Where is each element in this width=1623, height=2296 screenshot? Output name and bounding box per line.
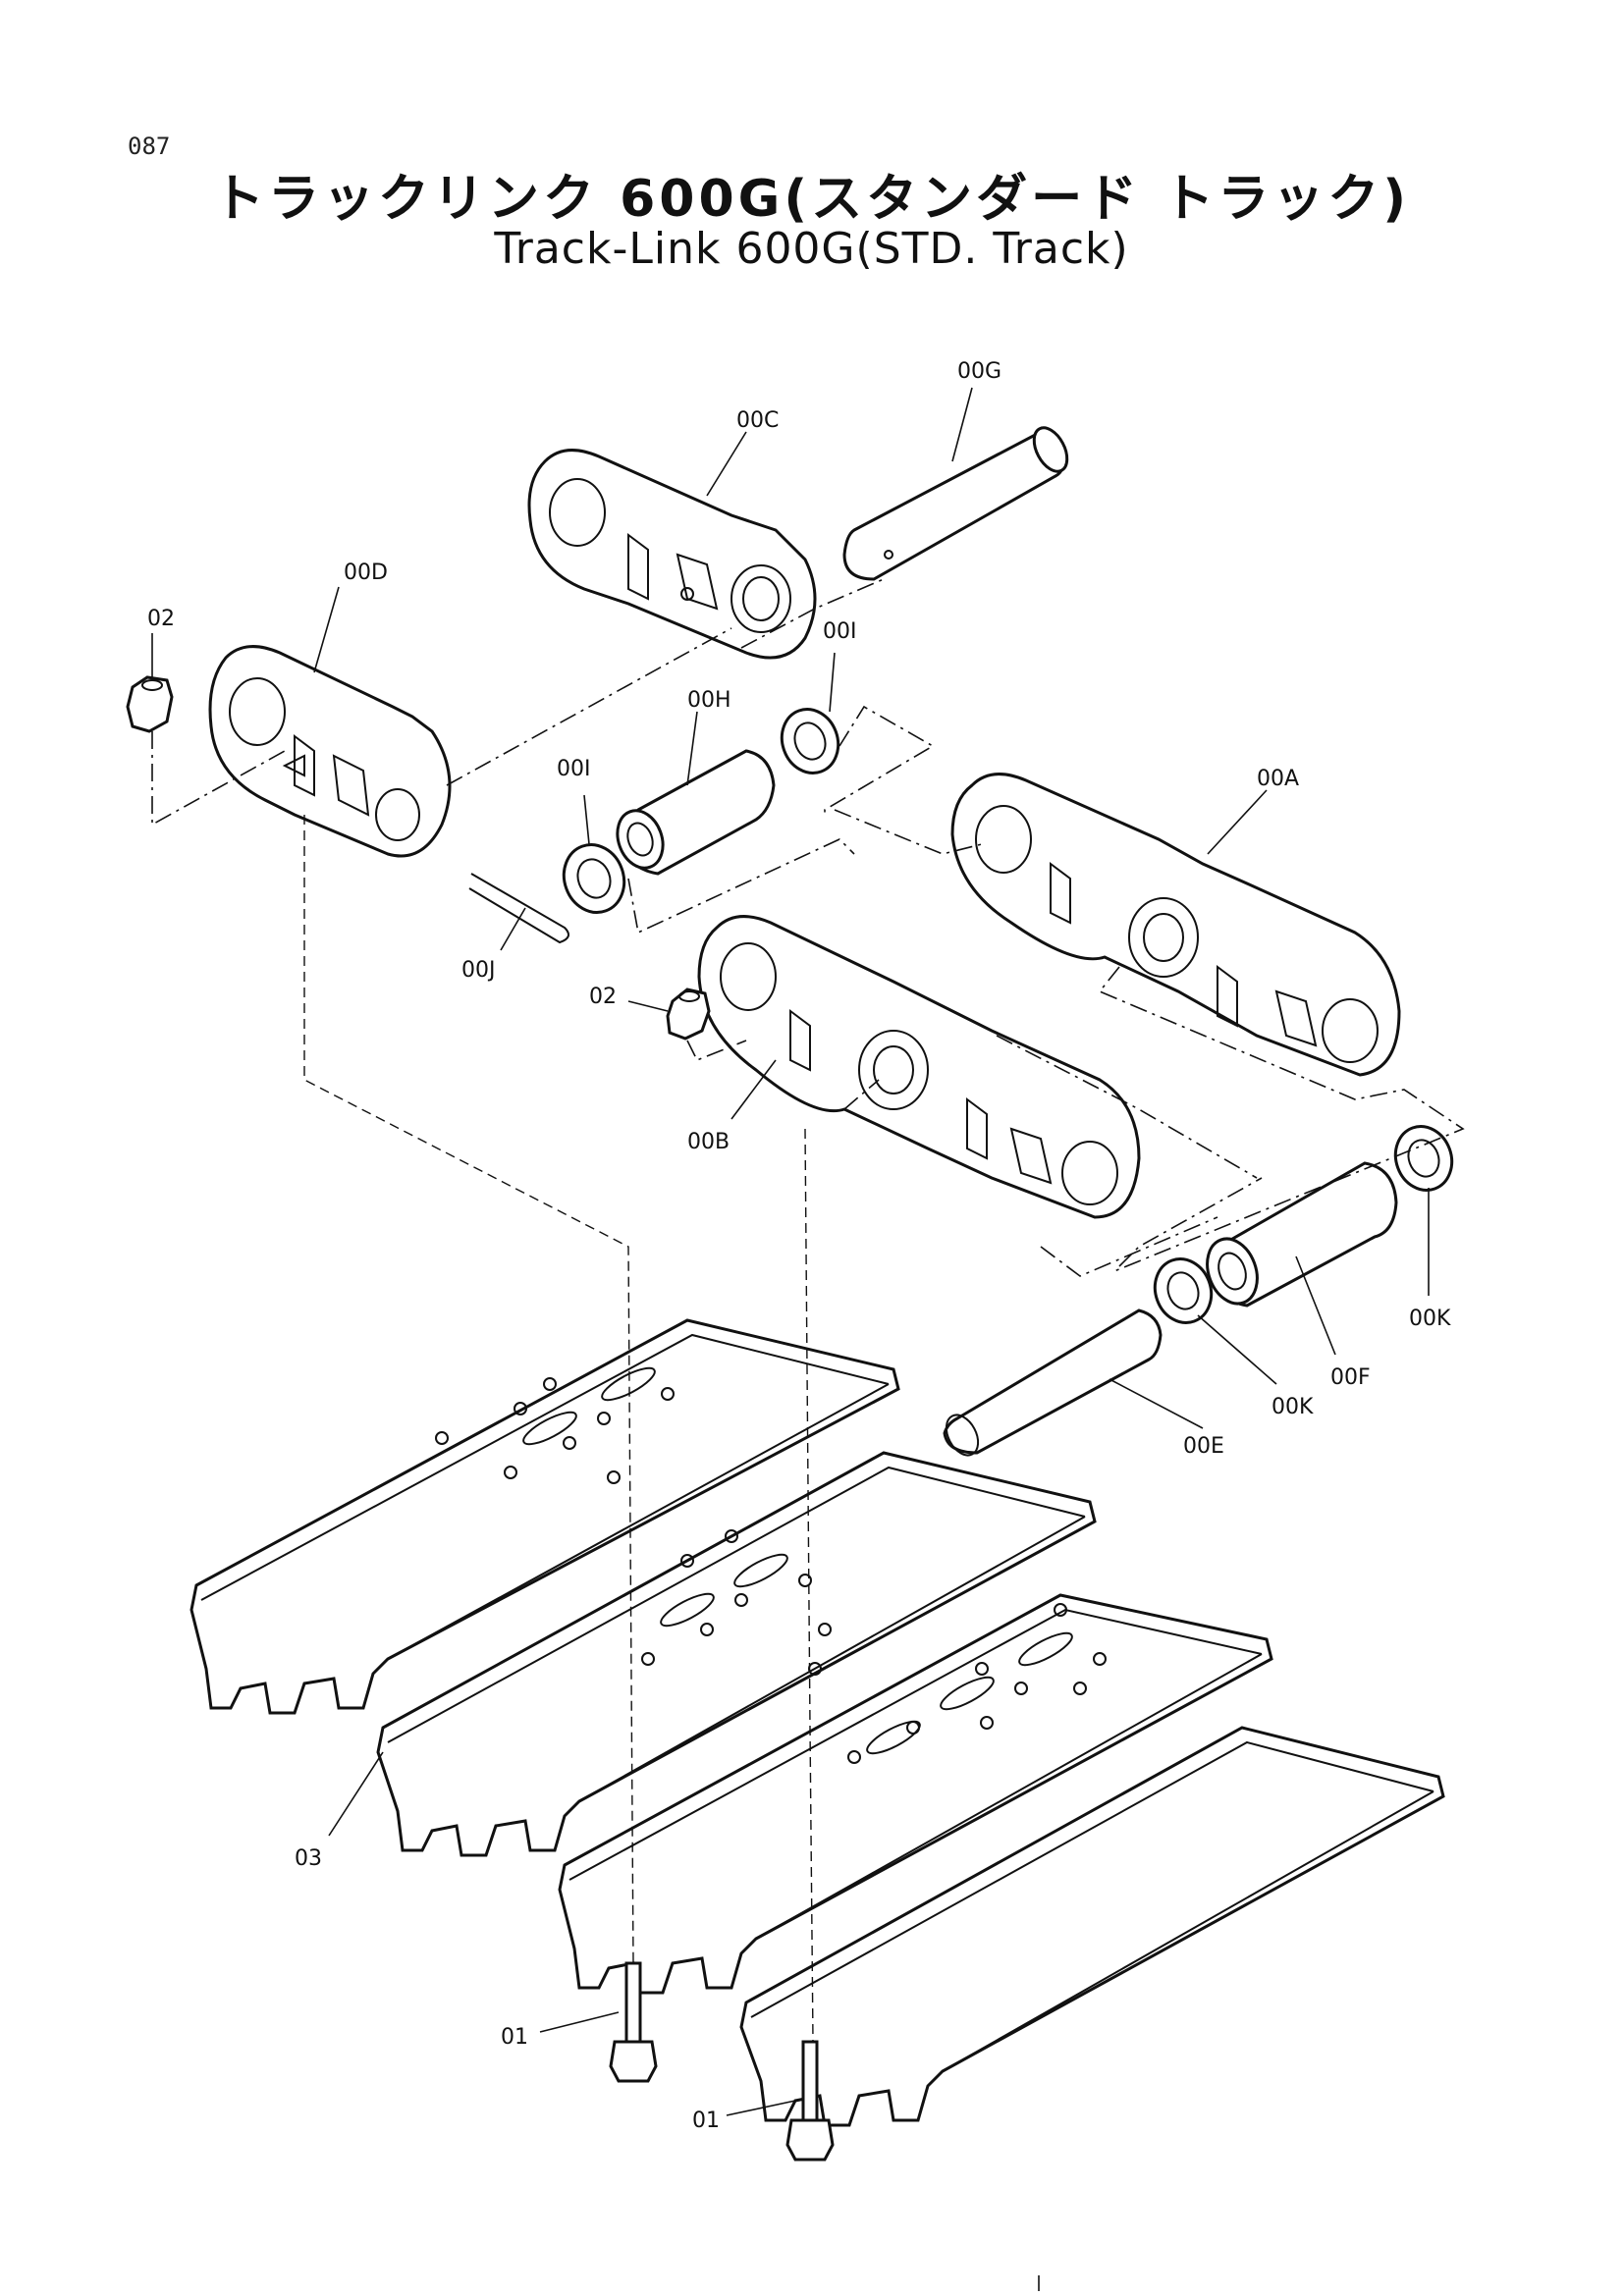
page-number: 087 <box>128 133 171 160</box>
callout-03: 03 <box>295 1846 322 1871</box>
title-japanese: トラックリンク 600G(スタンダード トラック) <box>213 170 1410 229</box>
callout-00A: 00A <box>1257 767 1299 791</box>
track-link-00A <box>950 773 1401 1077</box>
bolt-01-right <box>785 2040 835 2162</box>
callout-00H: 00H <box>687 688 731 713</box>
track-link-00D <box>208 645 452 858</box>
callout-00I-left: 00I <box>557 757 590 781</box>
bolt-01-left <box>609 1961 658 2083</box>
pin-00G <box>842 426 1069 581</box>
callout-00B: 00B <box>687 1130 730 1154</box>
spring-pin-00J <box>468 873 569 944</box>
seal-00K-left <box>1153 1257 1214 1324</box>
callout-02-upper: 02 <box>147 607 175 631</box>
nut-02-lower <box>666 988 711 1041</box>
callout-00I-right: 00I <box>823 619 856 644</box>
title-english: Track-Link 600G(STD. Track) <box>494 224 1129 274</box>
leader-lines <box>151 387 1430 2116</box>
callout-00E: 00E <box>1183 1434 1224 1459</box>
seal-00I-right <box>780 708 840 774</box>
track-link-00C <box>527 449 817 660</box>
track-shoe-4 <box>739 1726 1445 2127</box>
callout-labels: 00G 00C 00D 02 00I 00H 00I 00A 00J 02 00… <box>147 359 1451 2133</box>
bushing-00F <box>1206 1161 1398 1308</box>
track-shoe-3 <box>558 1593 1273 1995</box>
callout-01-right: 01 <box>692 2109 720 2133</box>
assembly-lines <box>151 578 1465 2043</box>
seal-00I-left <box>562 843 626 914</box>
track-shoes <box>189 1318 1445 2127</box>
pin-00E <box>943 1308 1163 1457</box>
track-shoe-1 <box>189 1318 900 1715</box>
callout-00J: 00J <box>461 958 495 983</box>
track-shoe-2 <box>376 1451 1097 1857</box>
track-link-00B <box>697 915 1141 1219</box>
bushing-00H <box>616 749 776 876</box>
callout-00K-left: 00K <box>1271 1395 1314 1419</box>
callout-02-lower: 02 <box>589 985 617 1009</box>
callout-00K-right: 00K <box>1409 1307 1451 1331</box>
nut-02-upper <box>126 675 174 733</box>
callout-01-left: 01 <box>501 2025 528 2050</box>
callout-00F: 00F <box>1330 1365 1371 1390</box>
seal-00K-right <box>1393 1125 1454 1192</box>
callout-00D: 00D <box>344 561 388 585</box>
callout-00G: 00G <box>957 359 1001 384</box>
callout-00C: 00C <box>736 408 779 433</box>
